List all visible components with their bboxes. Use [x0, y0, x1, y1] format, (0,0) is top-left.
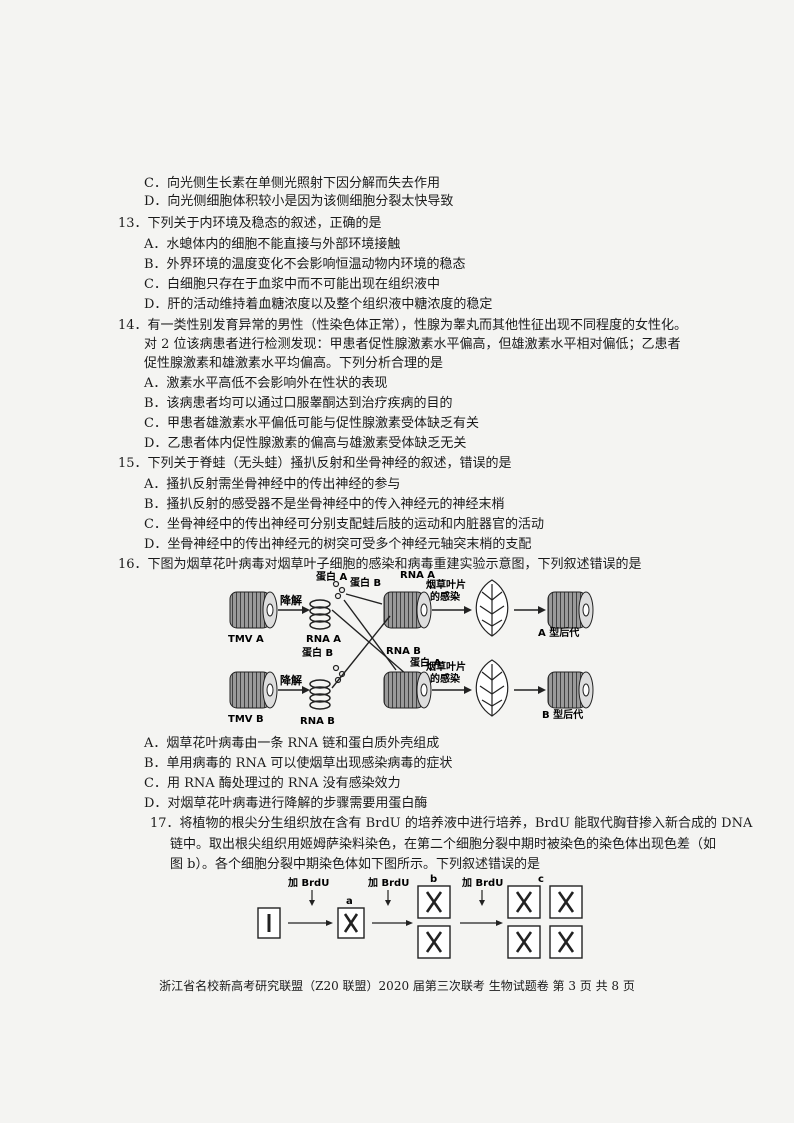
- chromosome-c-2: [557, 891, 575, 913]
- label-a: a: [346, 896, 353, 907]
- option-13b: B．外界环境的温度变化不会影响恒温动物内环境的稳态: [144, 257, 466, 272]
- option-13d: D．肝的活动维持着血糖浓度以及整个组织液中糖浓度的稳定: [144, 297, 493, 312]
- degrade-label-a: 降解: [280, 593, 302, 607]
- chromosome-c-3: [515, 931, 533, 953]
- question-17-stem-3: 图 b）。各个细胞分裂中期染色体如下图所示。下列叙述错误的是: [170, 857, 540, 872]
- protein-a-label-2: 蛋白 A: [410, 656, 441, 669]
- chromosome-c-4: [557, 931, 575, 953]
- infect-label-a-2: 的感染: [430, 590, 461, 603]
- offspring-a-label: A 型后代: [538, 626, 579, 639]
- tmv-a-virus: [229, 591, 278, 629]
- rna-b-label-1: RNA B: [300, 716, 335, 727]
- brdu-chromosome-diagram: 加 BrdU a 加 BrdU b 加 BrdU c: [257, 874, 583, 959]
- chromosome-b-top: [425, 891, 443, 913]
- arrowhead: [406, 920, 413, 926]
- degrade-label-b: 降解: [280, 673, 302, 687]
- question-14-stem-1: 14．有一类性别发育异常的男性（性染色体正常），性腺为睾丸而其他性征出现不同程度…: [118, 318, 688, 333]
- arrowhead: [302, 606, 310, 614]
- label-c: c: [538, 874, 544, 885]
- arrow-rna-b-to-row-a: [331, 615, 391, 689]
- tobacco-leaf-b: [475, 659, 509, 717]
- option-14d: D．乙患者体内促性腺激素的偏高与雄激素受体缺乏无关: [144, 436, 467, 451]
- option-13a: A．水螅体内的细胞不能直接与外部环境接触: [144, 237, 401, 252]
- arrowhead: [538, 606, 546, 614]
- page-footer: 浙江省名校新高考研究联盟（Z20 联盟）2020 届第三次联考 生物试题卷 第 …: [159, 979, 635, 993]
- tmv-a-label: TMV A: [228, 634, 264, 645]
- protein-b-label-2: 蛋白 B: [350, 576, 381, 589]
- rna-a-protein-b-label: 蛋白 B: [302, 646, 333, 659]
- option-12c: C．向光侧生长素在单侧光照射下因分解而失去作用: [144, 176, 440, 191]
- question-14-stem-3: 促性腺激素和雄激素水平均偏高。下列分析合理的是: [144, 356, 444, 371]
- offspring-b-virus: [547, 671, 594, 709]
- tmv-b-label: TMV B: [228, 714, 264, 725]
- tmv-reconstruction-diagram: TMV A 降解 RNA A 蛋白 A 蛋白 B RNA A 烟草叶片 的感染 …: [228, 570, 594, 727]
- option-15d: D．坐骨神经中的传出神经元的树突可受多个神经元轴突末梢的支配: [144, 537, 532, 552]
- infect-label-b-1: 烟草叶片: [426, 660, 466, 673]
- add-brdu-label-1: 加 BrdU: [287, 876, 329, 889]
- question-17-stem-1: 17．将植物的根尖分生组织放在含有 BrdU 的培养液中进行培养，BrdU 能取…: [150, 816, 753, 831]
- arrowhead: [302, 686, 310, 694]
- tmv-b-virus: [229, 671, 278, 709]
- chromosome-a: [343, 913, 359, 933]
- arrowhead: [464, 686, 472, 694]
- chromosome-b-bottom: [425, 931, 443, 953]
- option-13c: C．白细胞只存在于血浆中而不可能出现在组织液中: [144, 277, 440, 292]
- infect-label-b-2: 的感染: [430, 672, 461, 685]
- arrowhead: [496, 920, 503, 926]
- label-b: b: [430, 874, 437, 885]
- question-15-stem: 15．下列关于脊蛙（无头蛙）搔扒反射和坐骨神经的叙述，错误的是: [118, 456, 512, 471]
- rna-a-coil: [309, 599, 331, 630]
- infect-label-a-1: 烟草叶片: [426, 578, 466, 591]
- rna-a-label-1: RNA A: [306, 634, 341, 645]
- option-16a: A．烟草花叶病毒由一条 RNA 链和蛋白质外壳组成: [144, 736, 440, 751]
- tobacco-leaf-a: [475, 579, 509, 637]
- arrowhead: [309, 900, 315, 906]
- question-16-stem: 16．下图为烟草花叶病毒对烟草叶子细胞的感染和病毒重建实验示意图，下列叙述错误的…: [118, 557, 642, 572]
- question-14-stem-2: 对 2 位该病患者进行检测发现：甲患者促性腺激素水平偏高，但雄激素水平相对偏低；…: [144, 337, 681, 352]
- rna-b-coil: [309, 679, 331, 710]
- option-15c: C．坐骨神经中的传出神经可分别支配蛙后肢的运动和内脏器官的活动: [144, 517, 544, 532]
- option-15b: B．搔扒反射的感受器不是坐骨神经中的传入神经元的神经末梢: [144, 497, 505, 512]
- option-15a: A．搔扒反射需坐骨神经中的传出神经的参与: [144, 477, 401, 492]
- option-16c: C．用 RNA 酶处理过的 RNA 没有感染效力: [144, 776, 401, 791]
- option-14b: B．该病患者均可以通过口服睾酮达到治疗疾病的目的: [144, 396, 453, 411]
- option-16d: D．对烟草花叶病毒进行降解的步骤需要用蛋白酶: [144, 796, 428, 811]
- arrowhead: [385, 900, 391, 906]
- option-14a: A．激素水平高低不会影响外在性状的表现: [144, 376, 388, 391]
- arrowhead: [326, 920, 333, 926]
- offspring-b-label: B 型后代: [542, 708, 583, 721]
- question-13-stem: 13．下列关于内环境及稳态的叙述，正确的是: [118, 216, 382, 231]
- arrowhead: [538, 686, 546, 694]
- question-17-stem-2: 链中。取出根尖组织用姬姆萨染料染色，在第二个细胞分裂中期时被染色的染色体出现色差…: [170, 837, 717, 852]
- add-brdu-label-2: 加 BrdU: [367, 876, 409, 889]
- arrowhead: [464, 606, 472, 614]
- protein-a-label-1: 蛋白 A: [316, 570, 347, 583]
- arrow-protein-a-to-row-b: [343, 599, 397, 671]
- arrow-protein-b-to-row-a: [345, 593, 383, 605]
- chromosome-c-1: [515, 891, 533, 913]
- option-14c: C．甲患者雄激素水平偏低可能与促性腺激素受体缺乏有关: [144, 416, 479, 431]
- hybrid-virus-a: [383, 591, 432, 629]
- hybrid-virus-b: [383, 671, 432, 709]
- add-brdu-label-3: 加 BrdU: [461, 876, 503, 889]
- protein-a-dots: [332, 580, 346, 600]
- option-12d: D．向光侧细胞体积较小是因为该侧细胞分裂太快导致: [144, 194, 454, 209]
- option-16b: B．单用病毒的 RNA 可以使烟草出现感染病毒的症状: [144, 756, 453, 771]
- arrowhead: [479, 900, 485, 906]
- rna-a-label-2: RNA A: [400, 570, 435, 581]
- rna-b-label-2: RNA B: [386, 646, 421, 657]
- offspring-a-virus: [547, 591, 594, 629]
